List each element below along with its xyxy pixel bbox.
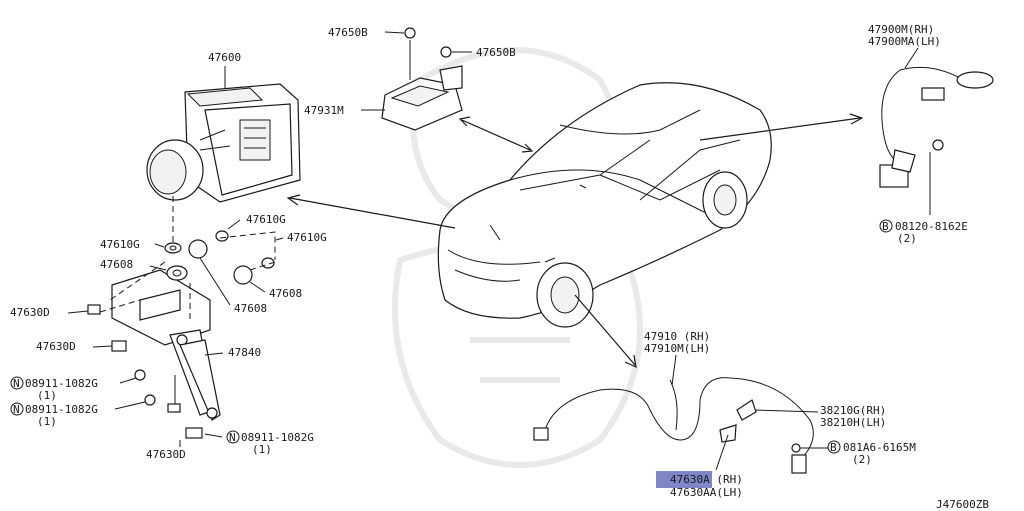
label-081a6: 081A6-6165M [843,441,916,454]
label-38210h: 38210H(LH) [820,416,886,429]
label-47610g-3: 47610G [287,231,327,244]
front-wheel-sensor-47910[interactable] [533,377,814,474]
bushing-47608-a[interactable] [166,265,188,281]
label-08911-3-qty: (1) [252,443,272,456]
label-08120-qty: (2) [897,232,917,245]
svg-text:N: N [13,377,20,390]
grommet-47610g-a[interactable] [164,242,182,254]
nut-08911-b[interactable] [144,394,156,406]
arrow-to-front-sensor [574,294,637,369]
label-47650b-2: 47650B [476,46,516,59]
label-08911-3: 08911-1082G [241,431,314,444]
grommet-47610g-b[interactable] [215,230,229,242]
label-47840: 47840 [228,346,261,359]
label-47608-1: 47608 [100,258,133,271]
symbol-n-1: N [10,376,24,390]
symbol-n-2: N [10,402,24,416]
label-47650b-1: 47650B [328,26,368,39]
svg-text:B: B [882,220,889,233]
diagram-id: J47600ZB [936,498,989,511]
nut-08911-a[interactable] [134,369,146,381]
svg-text:B: B [830,441,837,454]
abs-actuator-47600[interactable] [146,83,301,203]
yaw-rate-sensor-47931m[interactable] [381,27,463,131]
label-47630a[interactable]: 47630A (RH) [670,473,743,486]
highlight-47630a [656,471,712,488]
bolt-47630d-a[interactable] [87,304,101,315]
label-08120: 08120-8162E [895,220,968,233]
nut-08911-c[interactable] [185,427,203,439]
label-08911-1-qty: (1) [37,389,57,402]
label-08911-2-qty: (1) [37,415,57,428]
label-47910: 47910 (RH) [644,330,710,343]
label-47610g-1: 47610G [246,213,286,226]
label-47630d-3: 47630D [146,448,186,461]
label-47610g-2: 47610G [100,238,140,251]
symbol-b-1: B [879,219,893,233]
label-08911-1: 08911-1082G [25,377,98,390]
symbol-b-2: B [827,440,841,454]
label-47910m: 47910M(LH) [644,342,710,355]
label-47608-3: 47608 [234,302,267,315]
label-47630d-1: 47630D [10,306,50,319]
label-08911-2: 08911-1082G [25,403,98,416]
label-47931m: 47931M [304,104,344,117]
arrow-to-rear-sensor [699,113,864,141]
svg-text:N: N [229,431,236,444]
bolt-47630d-b[interactable] [111,340,127,352]
arrow-to-yaw-sensor [458,116,534,153]
label-081a6-qty: (2) [852,453,872,466]
arrow-to-actuator [286,194,456,229]
vehicle-outline [437,82,772,328]
label-47630aa: 47630AA(LH) [670,486,743,499]
label-38210g: 38210G(RH) [820,404,886,417]
bolt-47630d-c[interactable] [167,375,181,413]
label-47630d-2: 47630D [36,340,76,353]
label-47900ma: 47900MA(LH) [868,35,941,48]
svg-text:N: N [13,403,20,416]
label-47608-2: 47608 [269,287,302,300]
bushing-47608-b[interactable] [188,239,208,259]
label-47900m: 47900M(RH) [868,23,934,36]
bushing-47608-c[interactable] [233,265,253,285]
bracket-47840[interactable] [179,339,221,421]
symbol-n-3: N [226,430,240,444]
rear-wheel-sensor-47900m[interactable] [879,66,994,188]
label-47600: 47600 [208,51,241,64]
